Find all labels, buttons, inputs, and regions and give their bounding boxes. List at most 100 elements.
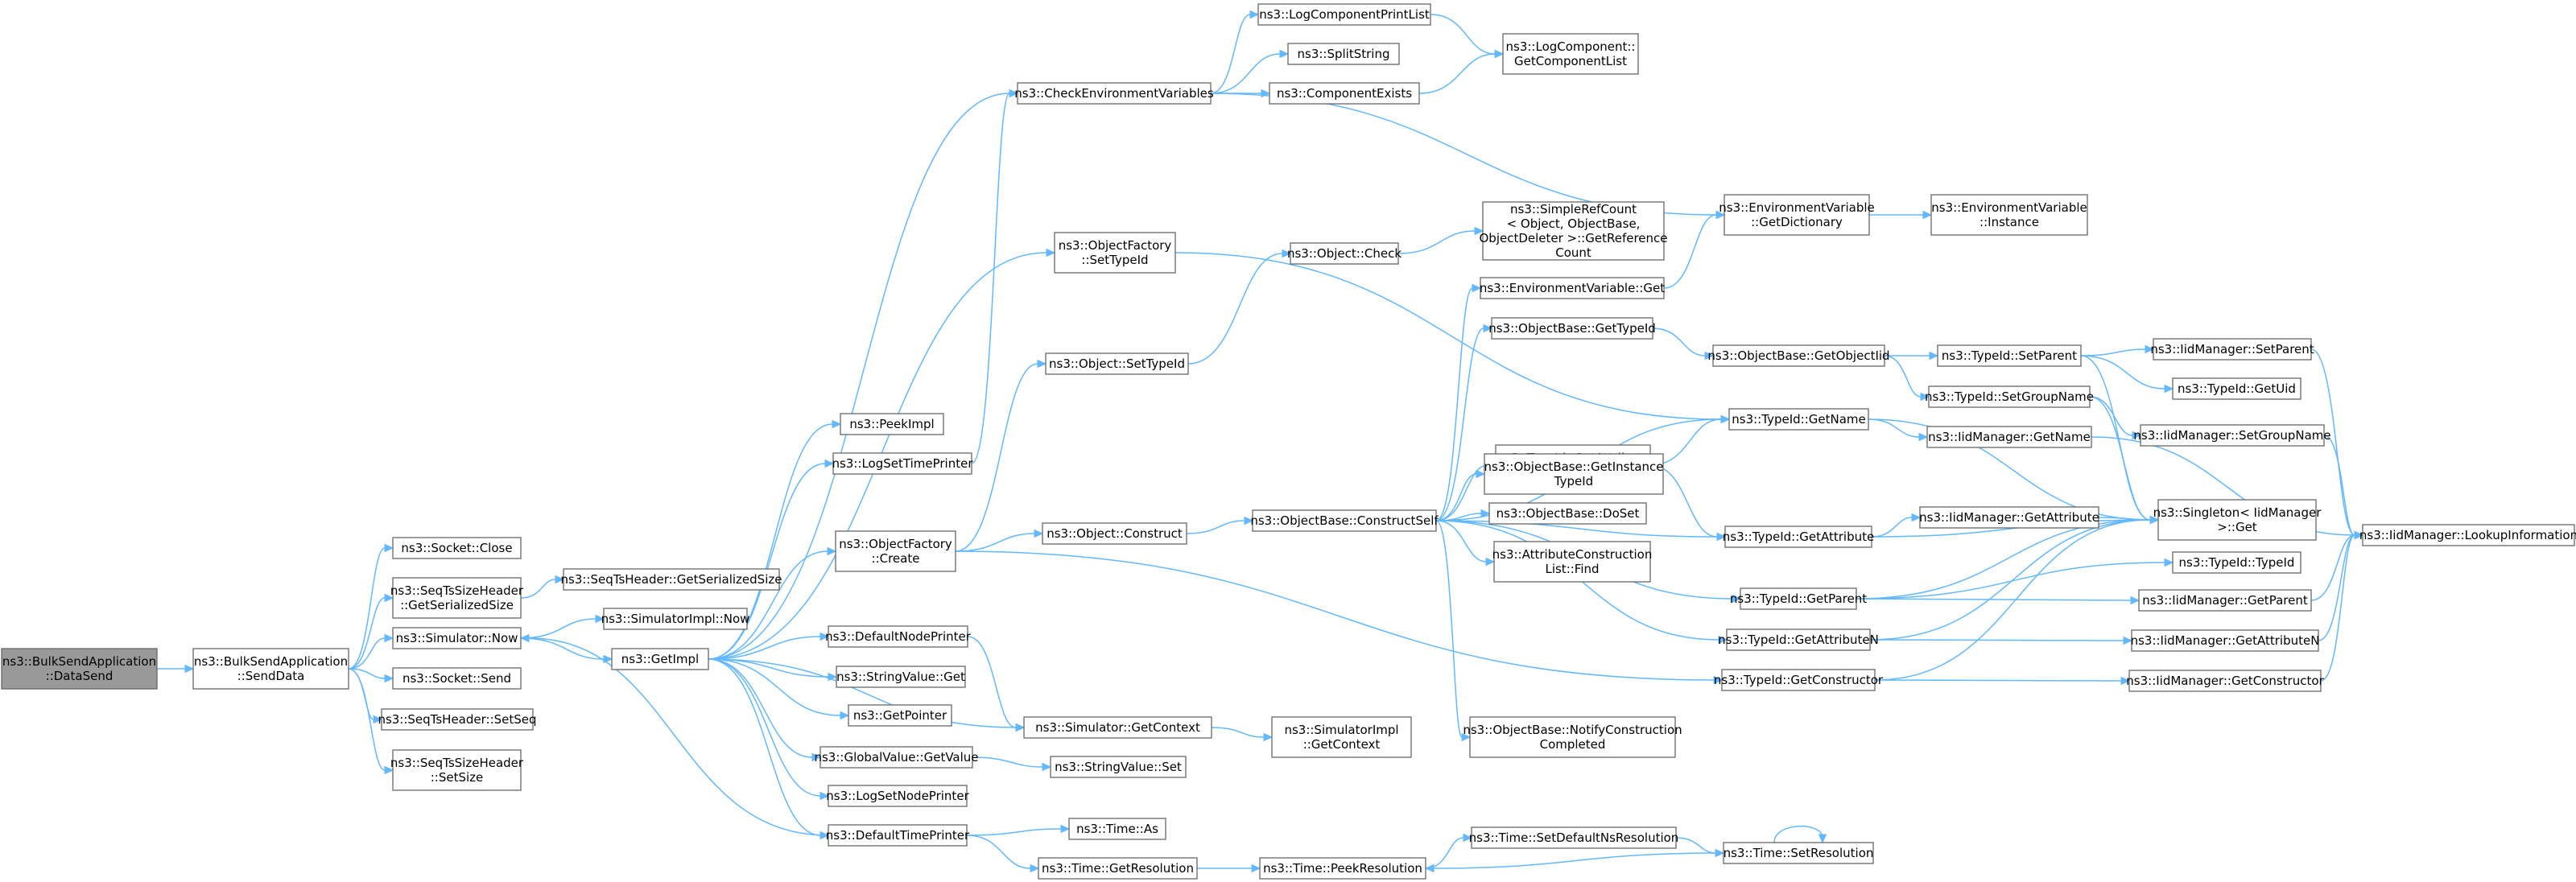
node-seqts-setseq[interactable]: ns3::SeqTsHeader::SetSeq [378, 708, 537, 731]
node-objfactory-settypeid[interactable]: ns3::ObjectFactory::SetTypeId [1054, 232, 1176, 274]
node-socket-send[interactable]: ns3::Socket::Send [392, 667, 522, 690]
node-time-peekresolution[interactable]: ns3::Time::PeekResolution [1259, 857, 1426, 880]
node-singleton-get[interactable]: ns3::Singleton< IidManager >::Get [2153, 499, 2322, 541]
edge-typeid_setparent-to-typeid_getuid [2080, 355, 2174, 394]
node-sim-now[interactable]: ns3::Simulator::Now [392, 627, 522, 649]
edge-arrowhead [184, 664, 195, 674]
node-box [1724, 194, 1870, 236]
edge-senddata-to-seqts_setsize [348, 668, 394, 775]
node-globalvalue-getvalue[interactable]: ns3::GlobalValue::GetValue [814, 746, 979, 769]
node-simplerefcount[interactable]: ns3::SimpleRefCount< Object, ObjectBase,… [1479, 201, 1668, 261]
node-simimpl-now[interactable]: ns3::SimulatorImpl::Now [601, 608, 750, 630]
node-construct-self[interactable]: ns3::ObjectBase::ConstructSelf [1250, 509, 1439, 532]
node-box [828, 824, 968, 847]
node-time-setdefaultnsres[interactable]: ns3::Time::SetDefaultNsResolution [1469, 826, 1679, 849]
node-envvar-instance[interactable]: ns3::EnvironmentVariable::Instance [1930, 194, 2088, 236]
node-typeid-getparent[interactable]: ns3::TypeId::GetParent [1730, 587, 1867, 610]
node-time-setresolution[interactable]: ns3::Time::SetResolution [1723, 842, 1874, 864]
node-label-line: ns3::IidManager::GetAttribute [1919, 510, 2099, 525]
node-typeid-setgroupname[interactable]: ns3::TypeId::SetGroupName [1925, 385, 2094, 408]
edge-typeid_getparent-to-typeid_typeid [1856, 558, 2174, 600]
node-time-getresolution[interactable]: ns3::Time::GetResolution [1038, 857, 1198, 880]
node-object-construct[interactable]: ns3::Object::Construct [1042, 522, 1187, 545]
node-typeid-getattributen[interactable]: ns3::TypeId::GetAttributeN [1718, 629, 1879, 651]
node-componentexists[interactable]: ns3::ComponentExists [1269, 82, 1420, 105]
node-iidmgr-getname[interactable]: ns3::IidManager::GetName [1926, 426, 2092, 448]
node-socket-close[interactable]: ns3::Socket::Close [392, 537, 522, 559]
node-iidmgr-setparent[interactable]: ns3::IidManager::SetParent [2150, 338, 2314, 361]
edge-arrowhead [1718, 635, 1728, 645]
node-box [2138, 589, 2312, 612]
node-defaultnodeprinter[interactable]: ns3::DefaultNodePrinter [825, 625, 972, 648]
node-iidmgr-getattributen[interactable]: ns3::IidManager::GetAttributeN [2131, 629, 2320, 652]
node-sim-getcontext[interactable]: ns3::Simulator::GetContext [1023, 716, 1212, 739]
edge-line [1435, 520, 1463, 738]
node-senddata[interactable]: ns3::BulkSendApplication::SendData [192, 648, 349, 690]
edge-line [1187, 253, 1283, 365]
node-logsetnodeprinter[interactable]: ns3::LogSetNodePrinter [826, 785, 970, 807]
node-label-line: ns3::ObjectFactory [1059, 238, 1172, 253]
node-iidmgr-getconstructor[interactable]: ns3::IidManager::GetConstructor [2126, 670, 2325, 692]
edge-arrowhead [1046, 248, 1056, 258]
node-logcomp-getcomplist[interactable]: ns3::LogComponent::GetComponentList [1502, 33, 1639, 75]
node-objfactory-create[interactable]: ns3::ObjectFactory::Create [835, 530, 956, 572]
node-objbase-doset[interactable]: ns3::ObjectBase::DoSet [1488, 502, 1647, 525]
edge-getimpl-to-defaultnodeprinter [708, 632, 830, 660]
node-label-line: ns3::TypeId::GetAttributeN [1718, 633, 1879, 647]
node-objbase-getobjectiid[interactable]: ns3::ObjectBase::GetObjectIid [1707, 344, 1890, 367]
node-iidmgr-lookupinfo[interactable]: ns3::IidManager::LookupInformation [2359, 524, 2576, 546]
node-peekimpl[interactable]: ns3::PeekImpl [840, 413, 944, 435]
edge-arrowhead [2120, 676, 2131, 686]
node-root[interactable]: ns3::BulkSendApplication::DataSend [1, 648, 158, 690]
node-simimpl-getcontext[interactable]: ns3::SimulatorImpl::GetContext [1271, 716, 1412, 758]
node-box [392, 627, 522, 649]
node-label-line: ns3::TypeId::TypeId [2179, 555, 2295, 570]
node-typeid-getattribute[interactable]: ns3::TypeId::GetAttribute [1723, 525, 1874, 548]
node-defaulttimeprinter[interactable]: ns3::DefaultTimePrinter [826, 824, 970, 847]
node-object-settypeid[interactable]: ns3::Object::SetTypeId [1045, 352, 1189, 375]
node-box [828, 785, 968, 807]
node-typeid-getuid[interactable]: ns3::TypeId::GetUid [2172, 377, 2301, 400]
edge-line [1652, 328, 1706, 357]
edge-senddata-to-socket_close [348, 543, 394, 670]
node-iidmgr-setgroupname[interactable]: ns3::IidManager::SetGroupName [2133, 424, 2331, 447]
node-logsettimeprinter[interactable]: ns3::LogSetTimePrinter [832, 452, 973, 475]
node-iidmgr-getparent[interactable]: ns3::IidManager::GetParent [2138, 589, 2312, 612]
node-typeid-setparent[interactable]: ns3::TypeId::SetParent [1937, 344, 2082, 367]
node-typeid-getname[interactable]: ns3::TypeId::GetName [1728, 408, 1869, 431]
node-logcompprintlist[interactable]: ns3::LogComponentPrintList [1257, 3, 1431, 26]
node-object-check[interactable]: ns3::Object::Check [1287, 242, 1402, 265]
node-envvar-getdictionary[interactable]: ns3::EnvironmentVariable::GetDictionary [1719, 194, 1875, 236]
node-seqtsh-gss[interactable]: ns3::SeqTsHeader::GetSerializedSize [561, 568, 782, 591]
node-objbase-gettypeid[interactable]: ns3::ObjectBase::GetTypeId [1488, 317, 1656, 340]
node-checkenv[interactable]: ns3::CheckEnvironmentVariables [1014, 82, 1214, 105]
edge-line [1868, 418, 1920, 438]
edge-line [972, 756, 1043, 768]
node-seqts-setsize[interactable]: ns3::SeqTsSizeHeader::SetSize [390, 749, 524, 791]
node-stringvalue-set[interactable]: ns3::StringValue::Set [1050, 756, 1187, 778]
edge-line [708, 463, 826, 660]
node-typeid-typeid[interactable]: ns3::TypeId::TypeId [2172, 551, 2301, 574]
edge-object_construct-to-construct_self [1186, 516, 1254, 534]
node-getimpl[interactable]: ns3::GetImpl [611, 648, 709, 670]
node-box [819, 746, 973, 769]
node-label-line: TypeId [1554, 474, 1593, 488]
node-seqts-gss[interactable]: ns3::SeqTsSizeHeader::GetSerializedSize [390, 577, 524, 619]
node-objbase-notify[interactable]: ns3::ObjectBase::NotifyConstructionCompl… [1463, 716, 1682, 758]
node-label-line: ::Create [872, 551, 920, 566]
node-time-as[interactable]: ns3::Time::As [1068, 818, 1166, 840]
node-box [835, 530, 956, 572]
node-label-line: ::SetSize [431, 770, 484, 785]
node-stringvalue-get[interactable]: ns3::StringValue::Get [836, 666, 966, 688]
edge-typeid_setgroupname-to-singleton_get [2089, 396, 2160, 525]
node-typeid-getconstructor[interactable]: ns3::TypeId::GetConstructor [1714, 669, 1884, 691]
node-iidmgr-getattribute[interactable]: ns3::IidManager::GetAttribute [1919, 506, 2099, 529]
edge-line [708, 658, 821, 836]
node-envvar-get[interactable]: ns3::EnvironmentVariable::Get [1480, 277, 1665, 299]
edge-line [1397, 230, 1476, 254]
node-getpointer[interactable]: ns3::GetPointer [848, 704, 952, 727]
node-splitstring[interactable]: ns3::SplitString [1287, 43, 1400, 65]
edge-line [1186, 520, 1245, 534]
